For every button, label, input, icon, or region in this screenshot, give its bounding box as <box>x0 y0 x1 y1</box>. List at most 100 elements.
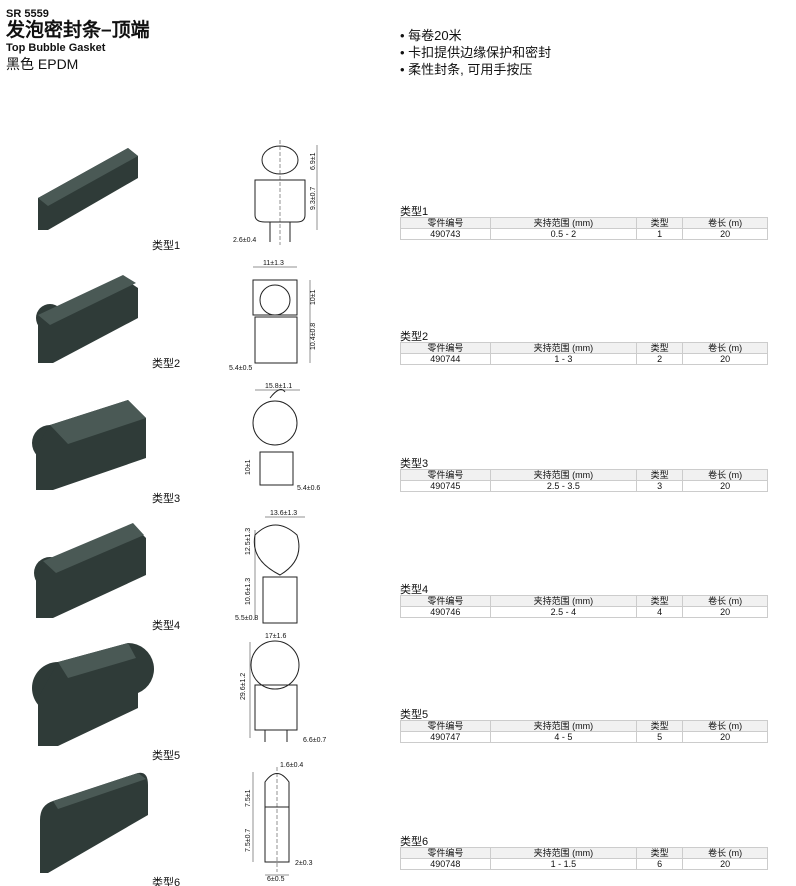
dimension-label: 17±1.6 <box>265 633 286 640</box>
header: SR 5559 发泡密封条–顶端 Top Bubble Gasket 黑色 EP… <box>6 8 150 74</box>
col-type: 类型 <box>636 217 684 229</box>
col-part-number: 零件编号 <box>400 342 491 354</box>
technical-drawing: 1.6±0.47.5±17.5±0.72±0.36±0.5 <box>245 762 313 882</box>
table-row: 490745 2.5 - 3.5 3 20 <box>400 480 768 492</box>
type: 6 <box>636 858 684 870</box>
table-title: 类型3 <box>400 458 429 470</box>
col-type: 类型 <box>636 720 684 732</box>
product-type-label: 类型2 <box>152 358 181 370</box>
product-type-label: 类型6 <box>152 877 181 886</box>
spec-table: 零件编号 夹持范围 (mm) 类型 卷长 (m) 490748 1 - 1.5 … <box>400 847 768 870</box>
part-number: 490748 <box>400 858 491 870</box>
roll-length: 20 <box>682 353 768 365</box>
technical-drawing: 11±1.310±110.4±0.85.4±0.5 <box>229 260 317 372</box>
dimension-label: 9.3±0.7 <box>310 187 317 210</box>
product-type-label: 类型3 <box>152 493 181 505</box>
table-title: 类型6 <box>400 836 429 848</box>
product-type-label: 类型1 <box>152 240 181 252</box>
col-grip-range: 夹持范围 (mm) <box>489 595 638 607</box>
dimension-label: 6.9±1 <box>310 152 317 170</box>
product-row-type5: 类型5 17±1.6 29.6±1.2 6.6±0.7 类型5 零件编号 夹持范围 … <box>0 630 796 762</box>
table-header-row: 零件编号 夹持范围 (mm) 类型 卷长 (m) <box>400 595 768 607</box>
grip-range: 2.5 - 4 <box>489 606 638 618</box>
part-number: 490743 <box>400 228 491 240</box>
gasket-product-image <box>40 772 148 873</box>
feature-item: 每卷20米 <box>400 27 551 44</box>
gasket-product-image <box>34 523 146 618</box>
grip-range: 0.5 - 2 <box>489 228 638 240</box>
col-roll-length: 卷长 (m) <box>682 469 768 481</box>
technical-drawing: 17±1.6 29.6±1.2 6.6±0.7 <box>240 633 326 744</box>
technical-drawing: 6.9±19.3±0.72.6±0.4 <box>233 140 318 245</box>
feature-list: 每卷20米 卡扣提供边缘保护和密封 柔性封条, 可用手按压 <box>400 27 551 78</box>
gasket-product-image <box>32 400 146 490</box>
col-type: 类型 <box>636 469 684 481</box>
grip-range: 4 - 5 <box>489 731 638 743</box>
table-title: 类型4 <box>400 584 429 596</box>
dimension-label: 5.5±0.8 <box>235 615 258 622</box>
table-row: 490747 4 - 5 5 20 <box>400 731 768 743</box>
grip-range: 1 - 3 <box>489 353 638 365</box>
dimension-label: 7.5±0.7 <box>245 829 252 852</box>
col-grip-range: 夹持范围 (mm) <box>489 720 638 732</box>
table-header-row: 零件编号 夹持范围 (mm) 类型 卷长 (m) <box>400 342 768 354</box>
part-number: 490744 <box>400 353 491 365</box>
grip-range: 1 - 1.5 <box>489 858 638 870</box>
dimension-label: 2±0.3 <box>295 860 313 867</box>
feature-item: 柔性封条, 可用手按压 <box>400 61 551 78</box>
table-row: 490748 1 - 1.5 6 20 <box>400 858 768 870</box>
part-number: 490747 <box>400 731 491 743</box>
spec-table: 零件编号 夹持范围 (mm) 类型 卷长 (m) 490746 2.5 - 4 … <box>400 595 768 618</box>
table-header-row: 零件编号 夹持范围 (mm) 类型 卷长 (m) <box>400 469 768 481</box>
table-header-row: 零件编号 夹持范围 (mm) 类型 卷长 (m) <box>400 847 768 859</box>
dimension-label: 10.4±0.8 <box>310 323 317 350</box>
col-part-number: 零件编号 <box>400 720 491 732</box>
spec-table: 零件编号 夹持范围 (mm) 类型 卷长 (m) 490745 2.5 - 3.… <box>400 469 768 492</box>
page-title: 发泡密封条–顶端 <box>6 20 150 41</box>
product-type-label: 类型5 <box>152 750 181 762</box>
dimension-label: 15.8±1.1 <box>265 383 292 390</box>
feature-item: 卡扣提供边缘保护和密封 <box>400 44 551 61</box>
col-grip-range: 夹持范围 (mm) <box>489 217 638 229</box>
part-number: 490745 <box>400 480 491 492</box>
table-row: 490746 2.5 - 4 4 20 <box>400 606 768 618</box>
table-header-row: 零件编号 夹持范围 (mm) 类型 卷长 (m) <box>400 720 768 732</box>
table-header-row: 零件编号 夹持范围 (mm) 类型 卷长 (m) <box>400 217 768 229</box>
technical-drawing: 13.6±1.312.5±1.310.6±1.35.5±0.8 <box>235 510 305 624</box>
type: 5 <box>636 731 684 743</box>
dimension-label: 6.6±0.7 <box>303 737 326 744</box>
col-grip-range: 夹持范围 (mm) <box>489 847 638 859</box>
spec-table: 零件编号 夹持范围 (mm) 类型 卷长 (m) 490743 0.5 - 2 … <box>400 217 768 240</box>
roll-length: 20 <box>682 606 768 618</box>
dimension-label: 5.4±0.6 <box>297 485 320 492</box>
type: 3 <box>636 480 684 492</box>
gasket-product-image <box>36 275 138 363</box>
col-roll-length: 卷长 (m) <box>682 847 768 859</box>
dimension-label: 6±0.5 <box>267 876 285 882</box>
spec-table: 零件编号 夹持范围 (mm) 类型 卷长 (m) 490747 4 - 5 5 … <box>400 720 768 743</box>
type: 1 <box>636 228 684 240</box>
technical-drawing: 15.8±1.110±15.4±0.6 <box>245 383 320 492</box>
part-number: 490746 <box>400 606 491 618</box>
dimension-label: 11±1.3 <box>263 260 284 267</box>
roll-length: 20 <box>682 731 768 743</box>
type: 4 <box>636 606 684 618</box>
gasket-product-image <box>38 148 138 230</box>
col-type: 类型 <box>636 595 684 607</box>
table-title: 类型1 <box>400 206 429 218</box>
product-code: SR 5559 <box>6 8 49 20</box>
col-roll-length: 卷长 (m) <box>682 342 768 354</box>
dimension-label: 12.5±1.3 <box>245 528 252 555</box>
dimension-label: 29.6±1.2 <box>240 673 247 700</box>
subtitle: Top Bubble Gasket <box>6 42 106 54</box>
col-grip-range: 夹持范围 (mm) <box>489 469 638 481</box>
grip-range: 2.5 - 3.5 <box>489 480 638 492</box>
col-roll-length: 卷长 (m) <box>682 217 768 229</box>
roll-length: 20 <box>682 228 768 240</box>
dimension-label: 1.6±0.4 <box>280 762 303 769</box>
col-grip-range: 夹持范围 (mm) <box>489 342 638 354</box>
